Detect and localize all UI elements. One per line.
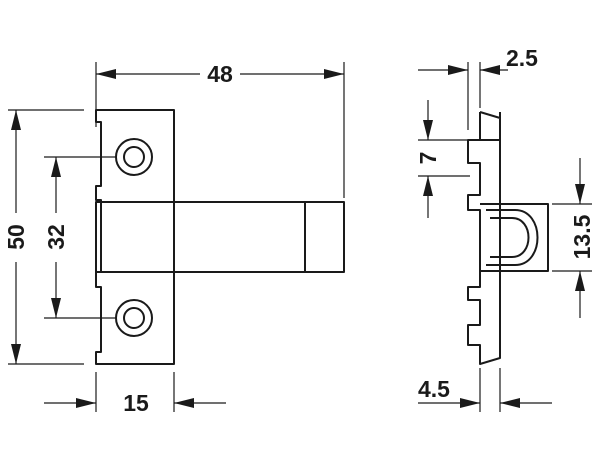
clip-hook-outer [486, 209, 539, 266]
dim-clip-depth: 4.5 [418, 368, 552, 412]
screw-hole-top [115, 138, 153, 176]
dim-hole-spacing: 32 [43, 156, 116, 319]
label-13-5: 13.5 [569, 214, 595, 259]
front-view [95, 109, 345, 365]
label-48: 48 [207, 61, 233, 87]
label-15: 15 [123, 390, 149, 416]
label-32: 32 [43, 224, 69, 250]
dim-tooth-pitch: 7 [415, 100, 470, 218]
side-plate [467, 111, 501, 365]
dim-height-overall: 50 [3, 109, 84, 365]
clip-body [480, 203, 549, 272]
dim-width-overall: 48 [95, 61, 345, 198]
screw-hole-top-inner [123, 146, 145, 168]
side-view [467, 111, 549, 365]
mounting-plate [95, 109, 175, 365]
screw-hole-bottom [115, 299, 153, 337]
dim-side-thickness: 2.5 [418, 45, 538, 130]
clip-hook-inner [490, 217, 530, 258]
arm [95, 201, 345, 273]
dim-plate-width: 15 [44, 372, 226, 416]
label-2-5: 2.5 [506, 45, 538, 71]
screw-hole-bottom-inner [123, 307, 145, 329]
label-7: 7 [415, 152, 441, 165]
label-50: 50 [3, 224, 29, 250]
label-4-5: 4.5 [418, 376, 450, 402]
dim-clip-height: 13.5 [552, 158, 595, 318]
